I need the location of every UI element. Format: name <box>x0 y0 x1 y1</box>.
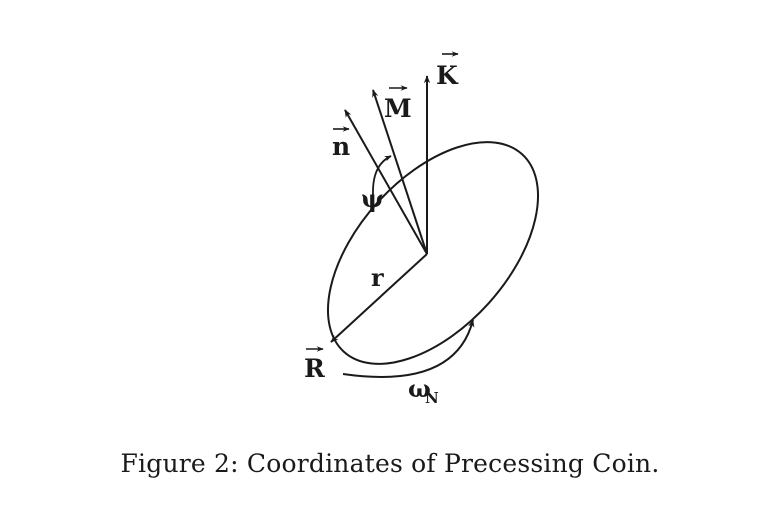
precession-arc <box>342 319 475 378</box>
vector-r-line <box>330 253 428 343</box>
label-n: n <box>332 126 350 161</box>
figure-caption: Figure 2: Coordinates of Precessing Coin… <box>120 449 660 478</box>
label-R: R <box>304 346 325 383</box>
label-R-text: R <box>304 354 325 383</box>
label-psi: ψ <box>361 184 384 213</box>
coin-ellipse <box>326 141 540 365</box>
label-omega-subscript: N <box>425 389 439 407</box>
label-omega: ω <box>408 374 431 403</box>
vector-M-line <box>372 89 428 255</box>
label-M-text: M <box>384 94 412 123</box>
label-K-text: K <box>436 61 459 90</box>
label-M: M <box>384 85 412 123</box>
label-K: K <box>436 51 459 90</box>
label-n-text: n <box>332 132 350 161</box>
vector-n-line <box>344 109 428 255</box>
psi-angle-arc <box>372 155 392 196</box>
label-r: r <box>371 263 384 292</box>
label-omega-N: ω N <box>408 374 439 407</box>
